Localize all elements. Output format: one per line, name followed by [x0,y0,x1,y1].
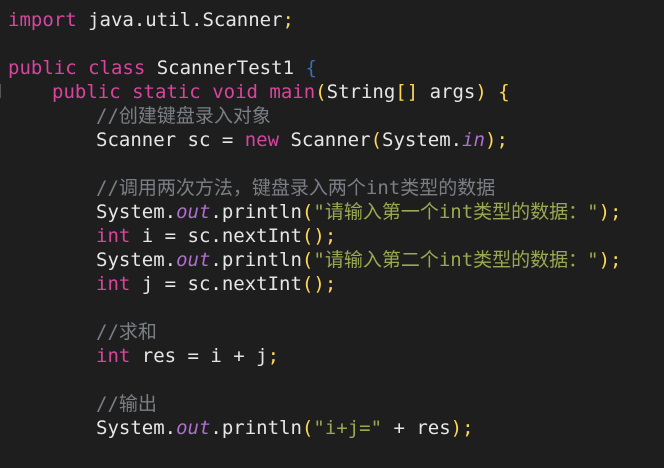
open-brace: { [305,57,317,79]
expression: + res [382,417,451,439]
semicolon: ; [267,345,280,367]
semicolon: ; [462,417,474,439]
close-paren: ) [450,417,463,439]
system-ref: System. [96,201,177,223]
keyword-class: class [88,57,146,79]
string-literal: "i+j=" [313,417,383,439]
close-paren: ) [484,129,497,151]
string-literal: "请输入第二个int类型的数据：" [313,249,599,271]
comment: //求和 [96,321,157,343]
static-field: out [176,201,211,223]
keyword-public: public [8,57,77,79]
keyword-new: new [244,129,280,151]
comment: //输出 [96,393,157,415]
constructor: Scanner [279,129,371,151]
code-line-17: //输出 [96,392,157,416]
import-path: java.util.Scanner [76,9,283,31]
open-paren: ( [315,81,327,103]
code-line-9: System.out.println("请输入第一个int类型的数据："); [96,200,621,224]
code-line-4: public static void main(String[] args) { [52,80,510,104]
code-line-15: int res = i + j; [96,344,279,368]
array-brackets: [] [395,81,419,103]
keyword-import: import [8,9,77,31]
code-line-3: public class ScannerTest1 { [8,56,317,80]
declaration: Scanner sc = [96,129,245,151]
semicolon: ; [610,249,622,271]
keyword-void: void [212,81,258,103]
fold-marker[interactable] [0,84,4,98]
semicolon: ; [282,9,294,31]
comment: //创建键盘录入对象 [96,105,271,127]
open-brace: { [498,81,510,103]
static-field: out [176,417,211,439]
open-paren: ( [301,249,314,271]
method-call: .println [210,249,302,271]
system-ref: System. [382,129,463,151]
semicolon: ; [610,201,622,223]
method-call: .println [210,201,302,223]
keyword-int: int [96,345,131,367]
semicolon: ; [496,129,508,151]
keyword-int: int [96,225,131,247]
method-call: .println [210,417,302,439]
static-field: in [462,129,485,151]
method-name: main [269,81,316,103]
code-line-11: System.out.println("请输入第二个int类型的数据："); [96,248,621,272]
code-line-5: //创建键盘录入对象 [96,104,271,128]
close-paren: ) [598,249,611,271]
parens: () [301,273,325,295]
keyword-static: static [132,81,201,103]
code-line-14: //求和 [96,320,157,344]
semicolon: ; [324,225,337,247]
keyword-int: int [96,273,131,295]
close-paren: ) [475,81,487,103]
system-ref: System. [96,417,177,439]
code-line-1: import java.util.Scanner; [8,8,294,32]
semicolon: ; [324,273,337,295]
statement: i = sc.nextInt [130,225,302,247]
close-paren: ) [598,201,611,223]
string-literal: "请输入第一个int类型的数据：" [313,201,599,223]
open-paren: ( [301,417,314,439]
param-name: args [418,81,476,103]
code-line-6: Scanner sc = new Scanner(System.in); [96,128,508,152]
statement: j = sc.nextInt [130,273,302,295]
statement: res = i + j [130,345,268,367]
open-paren: ( [370,129,383,151]
system-ref: System. [96,249,177,271]
code-line-10: int i = sc.nextInt(); [96,224,336,248]
code-line-18: System.out.println("i+j=" + res); [96,416,474,440]
parens: () [301,225,325,247]
param-type: String [326,81,396,103]
code-line-12: int j = sc.nextInt(); [96,272,336,296]
comment: //调用两次方法，键盘录入两个int类型的数据 [96,177,496,199]
code-line-8: //调用两次方法，键盘录入两个int类型的数据 [96,176,495,200]
static-field: out [176,249,211,271]
open-paren: ( [301,201,314,223]
keyword-public: public [52,81,121,103]
class-name: ScannerTest1 [145,57,306,79]
